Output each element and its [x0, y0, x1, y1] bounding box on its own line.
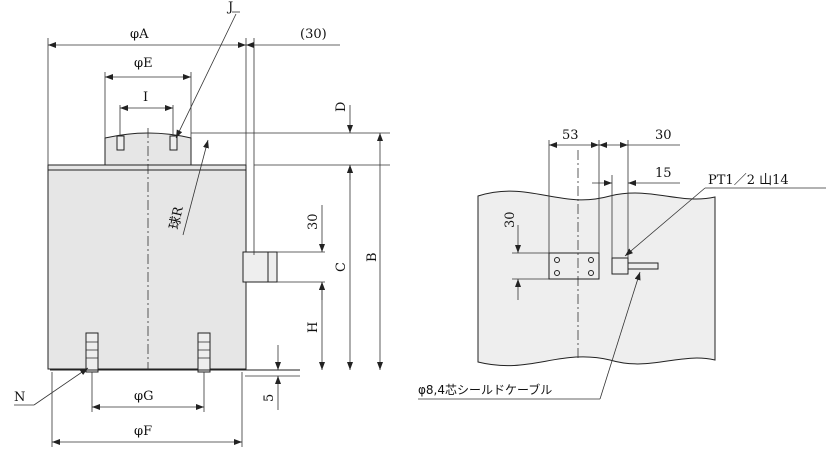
detail-view: 53 30 15 30 PT1／2 山14 φ8,4芯シールドケーブル: [418, 128, 826, 400]
bottom-leg-left: [85, 332, 99, 373]
dim-30-side-label: 30: [306, 213, 321, 230]
leader-j: [175, 13, 237, 139]
dim-a-label: φA: [130, 27, 149, 42]
dim-h-label: H: [306, 322, 321, 333]
dim-f-label: φF: [134, 424, 152, 439]
detail-panel: [477, 190, 716, 367]
leader-cable: [599, 271, 641, 400]
dim-30-top-label: (30): [300, 27, 327, 42]
dim-c-label: C: [334, 262, 349, 272]
dim-r-label: 球R: [167, 204, 187, 231]
dim-d-label: D: [334, 102, 349, 112]
top-stud-right: [169, 135, 178, 151]
dim-b-label: B: [365, 252, 380, 262]
dim-30-top-label: 30: [655, 128, 672, 143]
cable: [627, 262, 659, 270]
dim-g-label: φG: [134, 389, 154, 404]
dim-n-label: N: [14, 390, 25, 405]
dim-15-label: 15: [655, 166, 672, 181]
cable-label: φ8,4芯シールドケーブル: [418, 382, 552, 397]
dim-5-label: 5: [262, 394, 277, 402]
dim-i-label: I: [143, 90, 148, 105]
dim-53-label: 53: [562, 128, 579, 143]
leader-n: [33, 367, 89, 406]
front-view: φA (30) φE I J 球R D B C: [14, 0, 390, 447]
bottom-leg-right: [197, 332, 211, 373]
thread-label: PT1／2 山14: [708, 173, 789, 188]
mounting-plate: [548, 252, 600, 280]
leader-thread: [624, 187, 706, 257]
dim-e-label: φE: [134, 56, 153, 71]
leader-r: [182, 139, 209, 236]
side-connector: [242, 251, 278, 283]
cylinder-body: [47, 164, 247, 370]
top-stud-left: [116, 135, 125, 151]
dim-30-left-label: 30: [503, 211, 518, 228]
dim-j-label: J: [226, 0, 233, 15]
